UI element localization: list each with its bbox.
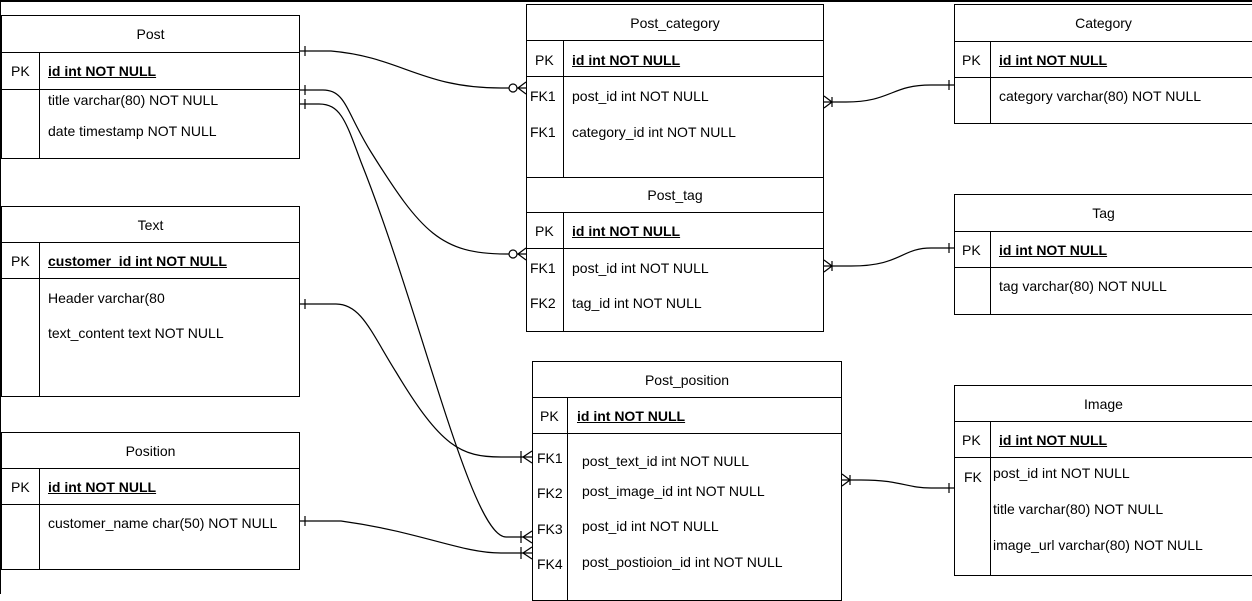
field: title varchar(80) NOT NULL <box>48 92 219 108</box>
pk-row: PK id int NOT NULL <box>533 398 841 434</box>
pk-field: id int NOT NULL <box>999 432 1108 448</box>
relationship-position-post-position <box>300 516 533 560</box>
field: category varchar(80) NOT NULL <box>999 88 1202 104</box>
entity-post-category[interactable]: Post_category PK id int NOT NULL FK1 pos… <box>526 4 824 179</box>
entity-title: Position <box>2 433 299 469</box>
entity-post[interactable]: Post PK id int NOT NULL title varchar(80… <box>1 15 300 159</box>
field: post_id int NOT NULL <box>572 260 709 276</box>
fk-label: FK <box>964 469 982 485</box>
field: post_image_id int NOT NULL <box>582 483 765 499</box>
field: post_id int NOT NULL <box>582 518 719 534</box>
entity-title: Text <box>2 207 299 243</box>
relationship-post-post-category <box>300 46 527 95</box>
relationship-text-post-position <box>300 299 533 464</box>
pk-label: PK <box>962 52 981 68</box>
pk-field: id int NOT NULL <box>48 479 157 495</box>
fk-label: FK3 <box>537 521 563 537</box>
pk-row: PK customer_id int NOT NULL <box>2 243 299 279</box>
fk-label: FK1 <box>530 88 556 104</box>
entity-position[interactable]: Position PK id int NOT NULL customer_nam… <box>1 432 300 570</box>
field: text_content text NOT NULL <box>48 325 224 341</box>
field: post_postioion_id int NOT NULL <box>582 554 783 570</box>
entity-title: Post_position <box>533 362 841 398</box>
pk-row: PK id int NOT NULL <box>527 213 823 249</box>
pk-row: PK id int NOT NULL <box>955 422 1252 458</box>
entity-title: Tag <box>955 195 1252 232</box>
pk-field: id int NOT NULL <box>577 408 686 424</box>
field: category_id int NOT NULL <box>572 124 736 140</box>
pk-row: PK id int NOT NULL <box>2 53 299 90</box>
pk-field: id int NOT NULL <box>48 63 157 79</box>
field: Header varchar(80 <box>48 290 165 306</box>
relationship-image-post-position <box>841 473 954 493</box>
fk-label: FK1 <box>537 450 563 466</box>
pk-label: PK <box>962 432 981 448</box>
entity-title: Post_category <box>527 5 823 41</box>
pk-row: PK id int NOT NULL <box>527 41 823 77</box>
pk-row: PK id int NOT NULL <box>2 469 299 505</box>
relationship-post-post-position <box>300 99 533 544</box>
entity-category[interactable]: Category PK id int NOT NULL category var… <box>954 4 1252 124</box>
entity-post-position[interactable]: Post_position PK id int NOT NULL FK1 pos… <box>532 361 842 601</box>
pk-field: id int NOT NULL <box>572 52 681 68</box>
entity-title: Category <box>955 5 1252 42</box>
field: date timestamp NOT NULL <box>48 123 217 139</box>
entity-text[interactable]: Text PK customer_id int NOT NULL Header … <box>1 206 300 397</box>
pk-label: PK <box>535 223 554 239</box>
entity-tag[interactable]: Tag PK id int NOT NULL tag varchar(80) N… <box>954 194 1252 315</box>
fk-label: FK1 <box>530 124 556 140</box>
relationship-category-post-category <box>823 80 954 109</box>
field: title varchar(80) NOT NULL <box>993 501 1164 517</box>
pk-label: PK <box>11 253 30 269</box>
pk-field: id int NOT NULL <box>999 52 1108 68</box>
entity-title: Post <box>2 16 299 53</box>
field: post_text_id int NOT NULL <box>582 453 750 469</box>
pk-label: PK <box>540 408 559 424</box>
pk-label: PK <box>11 479 30 495</box>
fk-label: FK1 <box>530 260 556 276</box>
pk-field: id int NOT NULL <box>572 223 681 239</box>
fk-label: FK4 <box>537 556 563 572</box>
fk-label: FK2 <box>530 295 556 311</box>
entity-image[interactable]: Image PK id int NOT NULL FK post_id int … <box>954 385 1252 576</box>
relationship-tag-post-tag <box>823 243 954 273</box>
field: post_id int NOT NULL <box>993 465 1130 481</box>
entity-title: Image <box>955 386 1252 422</box>
pk-label: PK <box>11 63 30 79</box>
pk-field: customer_id int NOT NULL <box>48 253 227 269</box>
field: post_id int NOT NULL <box>572 88 709 104</box>
field: tag_id int NOT NULL <box>572 295 702 311</box>
pk-label: PK <box>962 242 981 258</box>
pk-label: PK <box>535 52 554 68</box>
pk-row: PK id int NOT NULL <box>955 232 1252 268</box>
fk-label: FK2 <box>537 485 563 501</box>
pk-field: id int NOT NULL <box>999 242 1108 258</box>
entity-title: Post_tag <box>527 178 823 213</box>
field: image_url varchar(80) NOT NULL <box>993 537 1203 553</box>
field: customer_name char(50) NOT NULL <box>48 515 278 531</box>
field: tag varchar(80) NOT NULL <box>999 278 1167 294</box>
entity-post-tag[interactable]: Post_tag PK id int NOT NULL FK1 post_id … <box>526 177 824 332</box>
relationship-post-post-tag <box>300 85 527 261</box>
pk-row: PK id int NOT NULL <box>955 42 1252 78</box>
